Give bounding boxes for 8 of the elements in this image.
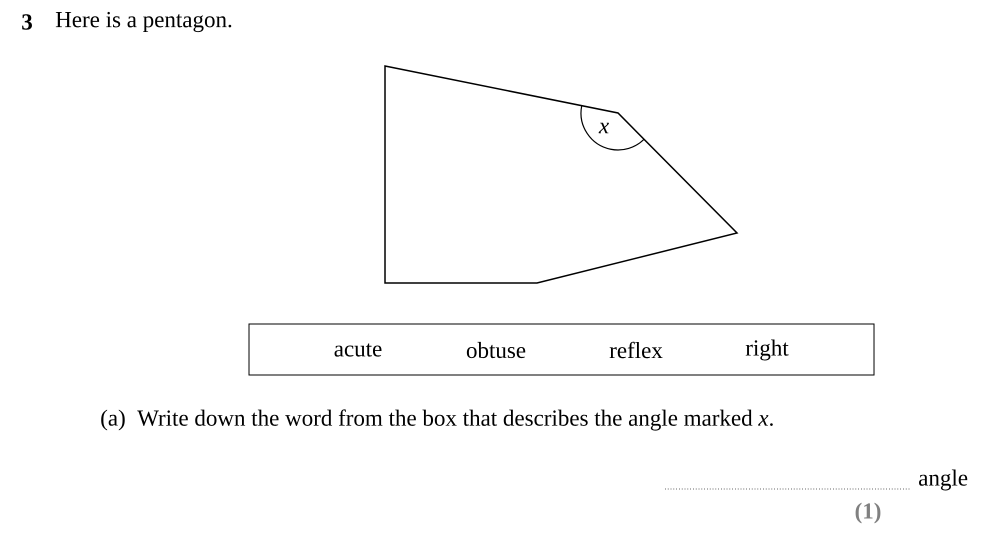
question-text: Here is a pentagon. — [56, 12, 232, 32]
mark-allocation: (1) — [856, 502, 880, 524]
pentagon: x — [384, 65, 738, 284]
answer-unit: angle — [919, 470, 968, 490]
question-text: Write down the word from the box that describes the angle marked x. — [137, 409, 773, 431]
word-box: acute obtuse reflex right — [248, 324, 875, 376]
part-label: (a) — [101, 410, 125, 430]
question-number: 3 — [22, 14, 32, 30]
